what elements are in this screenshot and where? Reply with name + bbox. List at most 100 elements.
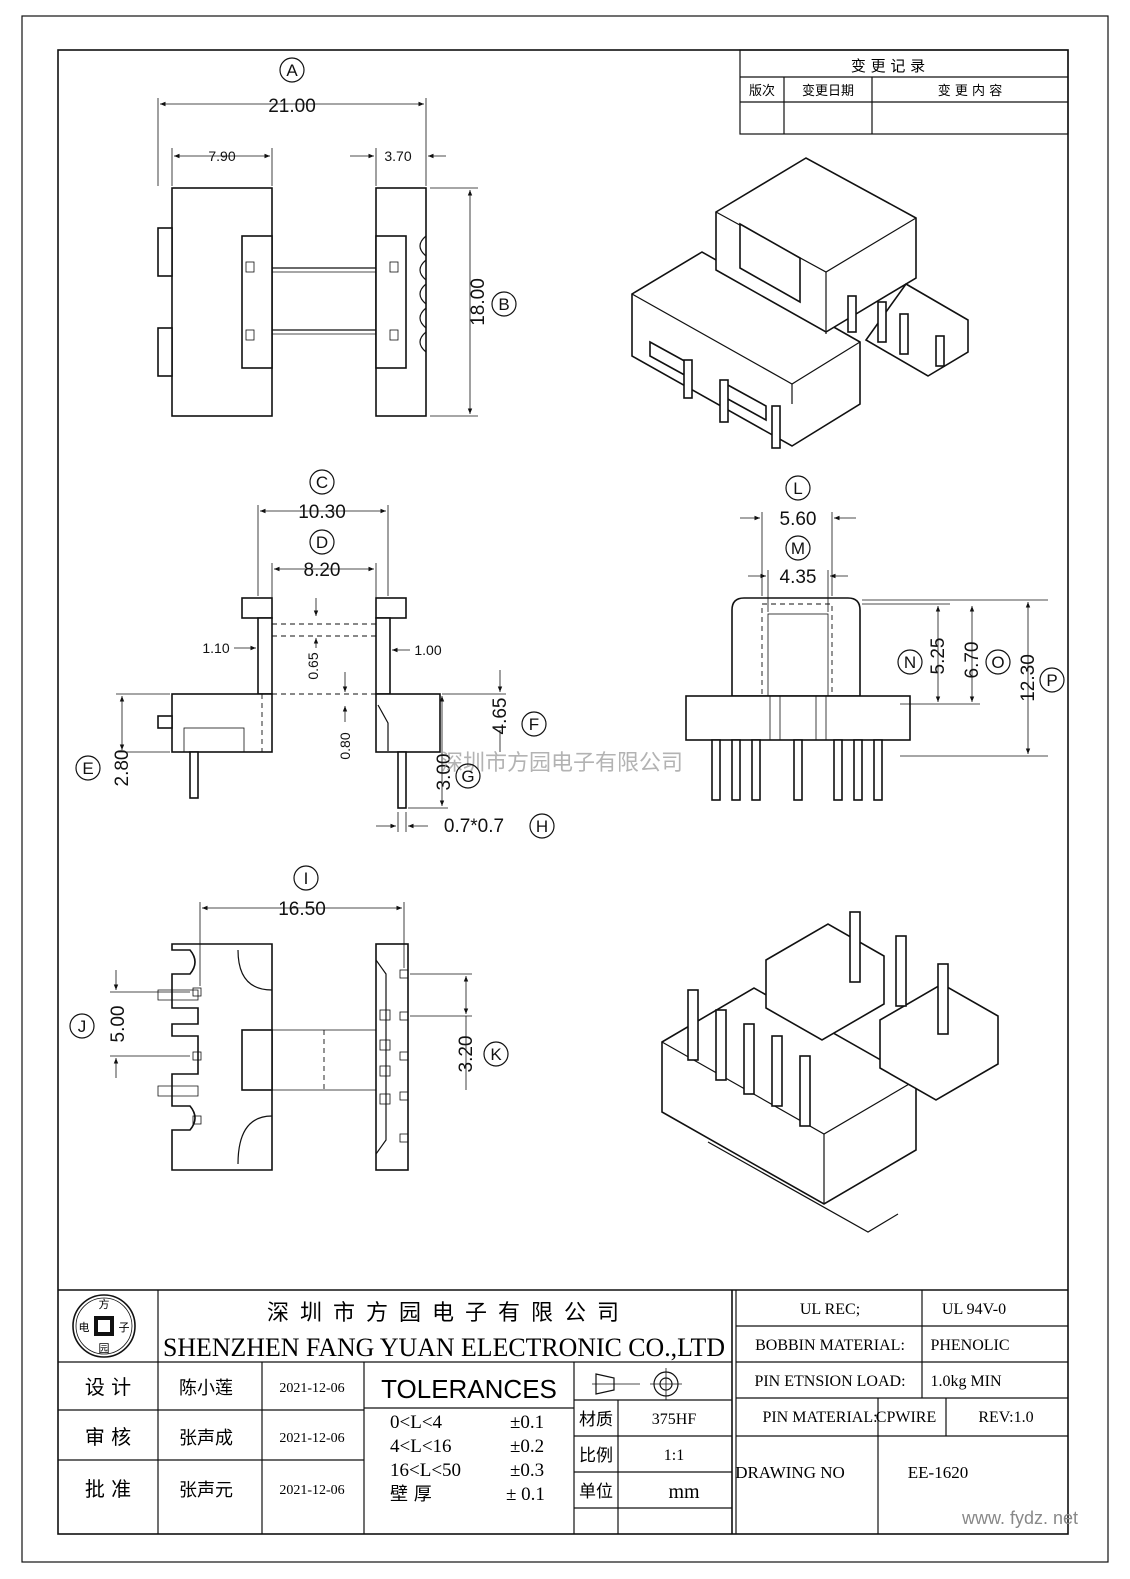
svg-text:C: C	[316, 473, 328, 492]
svg-text:园: 园	[99, 1342, 110, 1355]
callout-G: G	[455, 763, 481, 789]
dim-K: 3.20	[456, 1036, 477, 1073]
reviewer: 张声成	[179, 1428, 233, 1449]
unit-value: mm	[668, 1481, 700, 1503]
pin-material-value: CPWIRE	[876, 1409, 936, 1426]
dim-L: 5.60	[780, 509, 817, 530]
change-record-table: 变 更 记 录 版次 变更日期 变 更 内 容	[739, 49, 1069, 135]
bobbin-material-value: PHENOLIC	[930, 1337, 1009, 1354]
material-label: 材质	[579, 1410, 613, 1430]
isometric-view-bottom	[661, 911, 999, 1233]
drawing-no-value: EE-1620	[908, 1463, 968, 1482]
callout-K: K	[483, 1041, 509, 1067]
tol-value-2: ±0.2	[510, 1436, 544, 1457]
approver: 张声元	[179, 1480, 233, 1501]
svg-text:L: L	[793, 479, 802, 498]
dim-D: 8.20	[304, 560, 341, 581]
pin-load-label: PIN ETNSION LOAD:	[754, 1373, 905, 1390]
revision: REV:1.0	[978, 1409, 1033, 1426]
svg-text:N: N	[904, 653, 916, 672]
dim-N: 5.25	[928, 638, 949, 675]
dim-base-slot: 0.80	[337, 732, 353, 759]
dim-left-wall: 1.10	[202, 640, 229, 656]
col-date: 变更日期	[802, 83, 854, 99]
drawing-no-label: DRAWING NO	[735, 1463, 845, 1482]
callout-B: B	[491, 291, 517, 317]
projection-symbol-icon	[592, 1368, 682, 1400]
dim-A-left: 7.90	[208, 148, 235, 164]
change-record-title: 变 更 记 录	[851, 57, 925, 75]
svg-text:方: 方	[99, 1297, 110, 1311]
front-view: 5.60 4.35 5.25 6.70 12.30	[685, 509, 1048, 801]
tol-range-1: 0<L<4	[390, 1412, 443, 1433]
approve-date: 2021-12-06	[279, 1483, 344, 1498]
isometric-view-top	[631, 157, 969, 449]
tolerances-title: TOLERANCES	[381, 1374, 557, 1404]
callout-P: P	[1039, 667, 1065, 693]
callout-H: H	[529, 813, 555, 839]
top-view: 21.00 7.90 3.70 18.00	[157, 96, 489, 417]
company-name-en: SHENZHEN FANG YUAN ELECTRONIC CO.,LTD	[163, 1333, 725, 1362]
dim-H: 0.7*0.7	[444, 816, 504, 837]
outer-frame	[21, 15, 1109, 1563]
unit-label: 单位	[579, 1482, 613, 1502]
scale-label: 比例	[579, 1446, 613, 1466]
design-date: 2021-12-06	[279, 1381, 344, 1396]
tol-value-3: ±0.3	[510, 1460, 544, 1481]
dim-P: 12.30	[1018, 654, 1039, 702]
dim-A: 21.00	[268, 96, 316, 117]
pin-load-value: 1.0kg MIN	[930, 1373, 1002, 1390]
svg-text:P: P	[1046, 671, 1057, 690]
review-date: 2021-12-06	[279, 1431, 344, 1446]
approve-label: 批 准	[85, 1477, 131, 1501]
design-label: 设 计	[85, 1375, 131, 1399]
svg-text:F: F	[529, 715, 539, 734]
callout-L: L	[785, 475, 811, 501]
callout-D: D	[309, 529, 335, 555]
svg-text:电: 电	[79, 1321, 90, 1334]
title-block: 方 电 子 园 深 圳 市 方 园 电 子 有 限 公 司 SHENZHEN F…	[58, 1289, 1068, 1534]
svg-text:M: M	[791, 539, 805, 558]
material-value: 375HF	[652, 1411, 697, 1428]
ul-rec-value: UL 94V-0	[942, 1301, 1006, 1318]
svg-text:O: O	[991, 653, 1004, 672]
svg-text:子: 子	[119, 1321, 130, 1334]
callouts: A B C D E F G H I J K L M N O P	[69, 57, 1065, 1067]
col-content: 变 更 内 容	[938, 83, 1002, 99]
company-name-cn: 深 圳 市 方 园 电 子 有 限 公 司	[267, 1301, 621, 1326]
dim-M: 4.35	[780, 567, 817, 588]
pin-material-label: PIN MATERIAL:	[762, 1409, 877, 1426]
col-version: 版次	[749, 83, 775, 99]
tol-range-2: 4<L<16	[390, 1436, 452, 1457]
company-logo: 方 电 子 园	[72, 1294, 136, 1358]
dim-E: 2.80	[112, 750, 133, 787]
svg-text:J: J	[78, 1017, 87, 1036]
tol-range-3: 16<L<50	[390, 1460, 461, 1481]
svg-text:K: K	[490, 1045, 502, 1064]
svg-text:H: H	[536, 817, 548, 836]
side-view: 10.30 8.20 1.10 1.00 0.65 0.80 2.80 4.65…	[112, 502, 511, 837]
callout-O: O	[985, 649, 1011, 675]
designer: 陈小莲	[179, 1378, 233, 1399]
callout-I: I	[293, 865, 319, 891]
scale-value: 1:1	[664, 1447, 684, 1464]
svg-text:G: G	[461, 767, 474, 786]
dim-C: 10.30	[298, 502, 346, 523]
callout-N: N	[897, 649, 923, 675]
svg-text:A: A	[286, 61, 298, 80]
bottom-view: 16.50 5.00 3.20	[108, 899, 477, 1171]
footer-website: www. fydz. net	[961, 1508, 1078, 1528]
watermark: 深圳市方园电子有限公司	[441, 751, 683, 776]
dim-I: 16.50	[278, 899, 326, 920]
dim-O: 6.70	[962, 642, 983, 679]
dim-A-right: 3.70	[384, 148, 411, 164]
callout-A: A	[279, 57, 305, 83]
inner-frame	[57, 49, 1069, 1535]
dim-G: 3.00	[434, 754, 455, 791]
dim-right-wall: 1.00	[414, 642, 441, 658]
callout-C: C	[309, 469, 335, 495]
callout-E: E	[75, 755, 101, 781]
tol-range-4: 壁 厚	[390, 1484, 432, 1505]
tol-value-1: ±0.1	[510, 1412, 544, 1433]
ul-rec-label: UL REC;	[800, 1301, 860, 1318]
